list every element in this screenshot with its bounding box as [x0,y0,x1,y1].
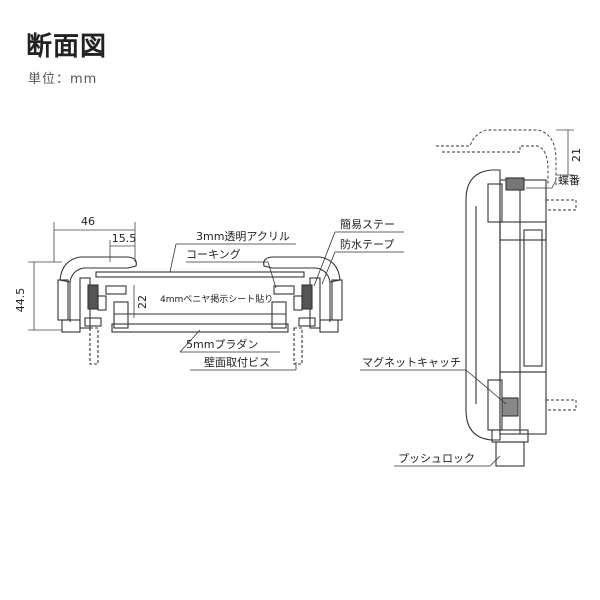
dim-inner-width: 15.5 [112,232,137,245]
left-frame-profile [57,256,137,333]
dimension-lines [28,222,136,331]
dim-top-offset: 21 [570,148,583,162]
right-section: 21 [360,129,583,467]
page-title: 断面図 [26,32,108,62]
dim-depth: 22 [136,295,149,309]
label-stay: 簡易ステー [340,217,395,231]
side-frame [465,169,547,467]
label-waterproof-tape: 防水テープ [340,237,394,251]
label-wall-screw: 壁面取付ビス [204,355,270,369]
side-screws [545,199,577,411]
right-frame-profile [263,256,343,333]
label-push-lock: プッシュロック [398,452,475,465]
left-section: 46 15.5 44.5 22 [14,215,404,371]
label-magnet-catch: マグネットキャッチ [362,355,461,369]
label-plastic-board: 5mmプラダン [186,337,258,351]
label-hinge: 蝶番 [558,173,580,187]
label-acrylic: 3mm透明アクリル [196,230,290,243]
label-veneer: 4mmベニヤ掲示シート貼り [160,293,273,305]
open-lid-outline [436,129,557,186]
acrylic-panel [95,271,305,278]
unit-label: 単位：mm [28,72,98,87]
dim-height: 44.5 [14,288,27,313]
label-caulking: コーキング [186,247,241,261]
leader-lines [169,231,404,371]
dim-width: 46 [81,215,95,228]
plastic-board [111,323,289,333]
wall-screws [89,327,303,365]
